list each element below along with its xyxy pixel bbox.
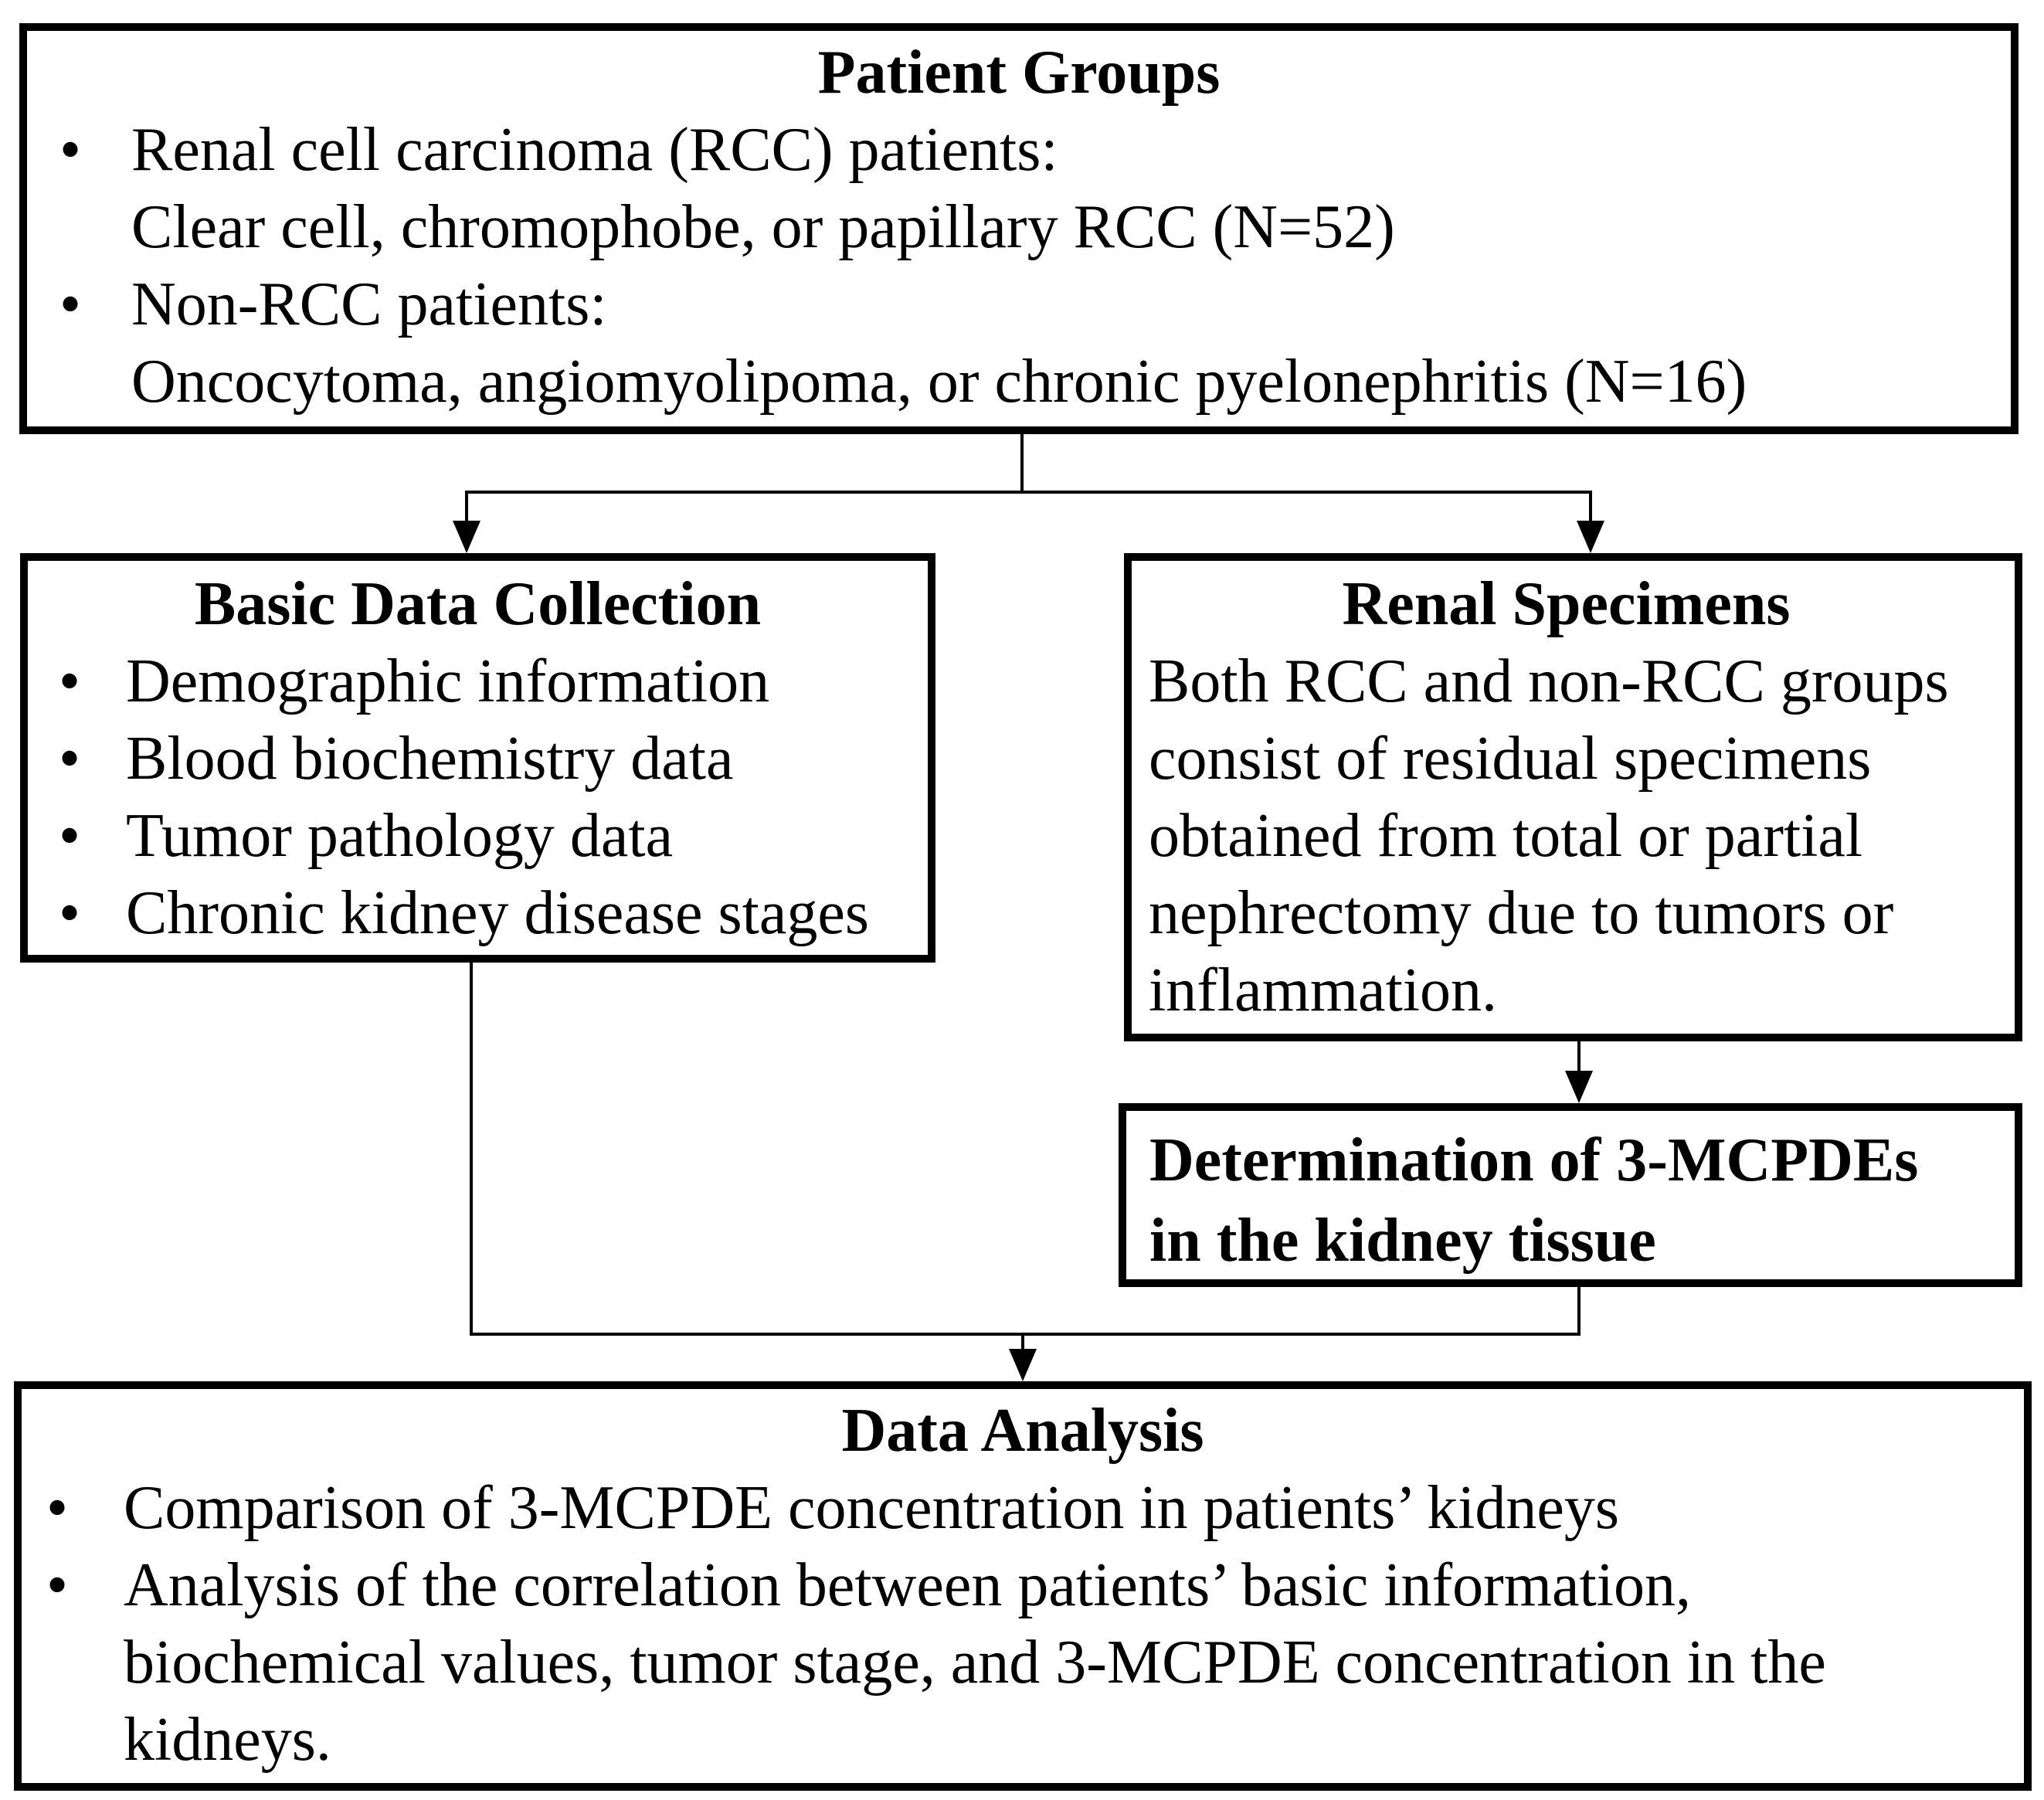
bullet-item: Demographic information [28, 643, 928, 720]
bullet-item: Tumor pathology data [28, 797, 928, 875]
data-analysis-box: Data Analysis Comparison of 3-MCPDE conc… [14, 1381, 2032, 1791]
data-analysis-bullet-list: Comparison of 3-MCPDE concentration in p… [22, 1469, 2024, 1778]
determination-title: Determination of 3-MCPDEs in the kidney … [1149, 1126, 1919, 1275]
renal-specimens-body: Both RCC and non-RCC groups consist of r… [1149, 647, 1949, 1024]
bullet-item: Blood biochemistry data [28, 720, 928, 797]
renal-specimens-box: Renal Specimens Both RCC and non-RCC gro… [1124, 553, 2022, 1041]
bullet-continuation-text: Clear cell, chromophobe, or papillary RC… [131, 193, 1395, 261]
arrowhead-to-basic-data [453, 521, 480, 553]
patient-groups-bullet-list: Renal cell carcinoma (RCC) patients: Cle… [27, 111, 2011, 420]
basic-data-bullet-list: Demographic information Blood biochemist… [28, 643, 928, 952]
bullet-item: Renal cell carcinoma (RCC) patients: Cle… [27, 111, 2011, 266]
basic-data-collection-title: Basic Data Collection [194, 570, 762, 638]
arrowhead-to-renal-specimens [1577, 521, 1604, 553]
arrowhead-to-data-analysis [1009, 1349, 1037, 1381]
bullet-item: Chronic kidney disease stages [28, 875, 928, 952]
bullet-lead-text: Renal cell carcinoma (RCC) patients: [131, 116, 1058, 184]
patient-groups-box: Patient Groups Renal cell carcinoma (RCC… [19, 23, 2019, 434]
bullet-lead-text: Non-RCC patients: [131, 270, 607, 338]
determination-box: Determination of 3-MCPDEs in the kidney … [1119, 1103, 2022, 1287]
arrowhead-to-determination [1565, 1071, 1593, 1103]
patient-groups-title: Patient Groups [817, 39, 1221, 107]
bullet-continuation-text: Oncocytoma, angiomyolipoma, or chronic p… [131, 348, 1747, 416]
renal-specimens-title: Renal Specimens [1342, 570, 1791, 638]
bullet-item: Analysis of the correlation between pati… [22, 1547, 2024, 1778]
basic-data-collection-box: Basic Data Collection Demographic inform… [20, 553, 935, 963]
bullet-item: Comparison of 3-MCPDE concentration in p… [22, 1469, 2024, 1547]
bullet-item: Non-RCC patients: Oncocytoma, angiomyoli… [27, 266, 2011, 420]
data-analysis-title: Data Analysis [841, 1397, 1204, 1465]
